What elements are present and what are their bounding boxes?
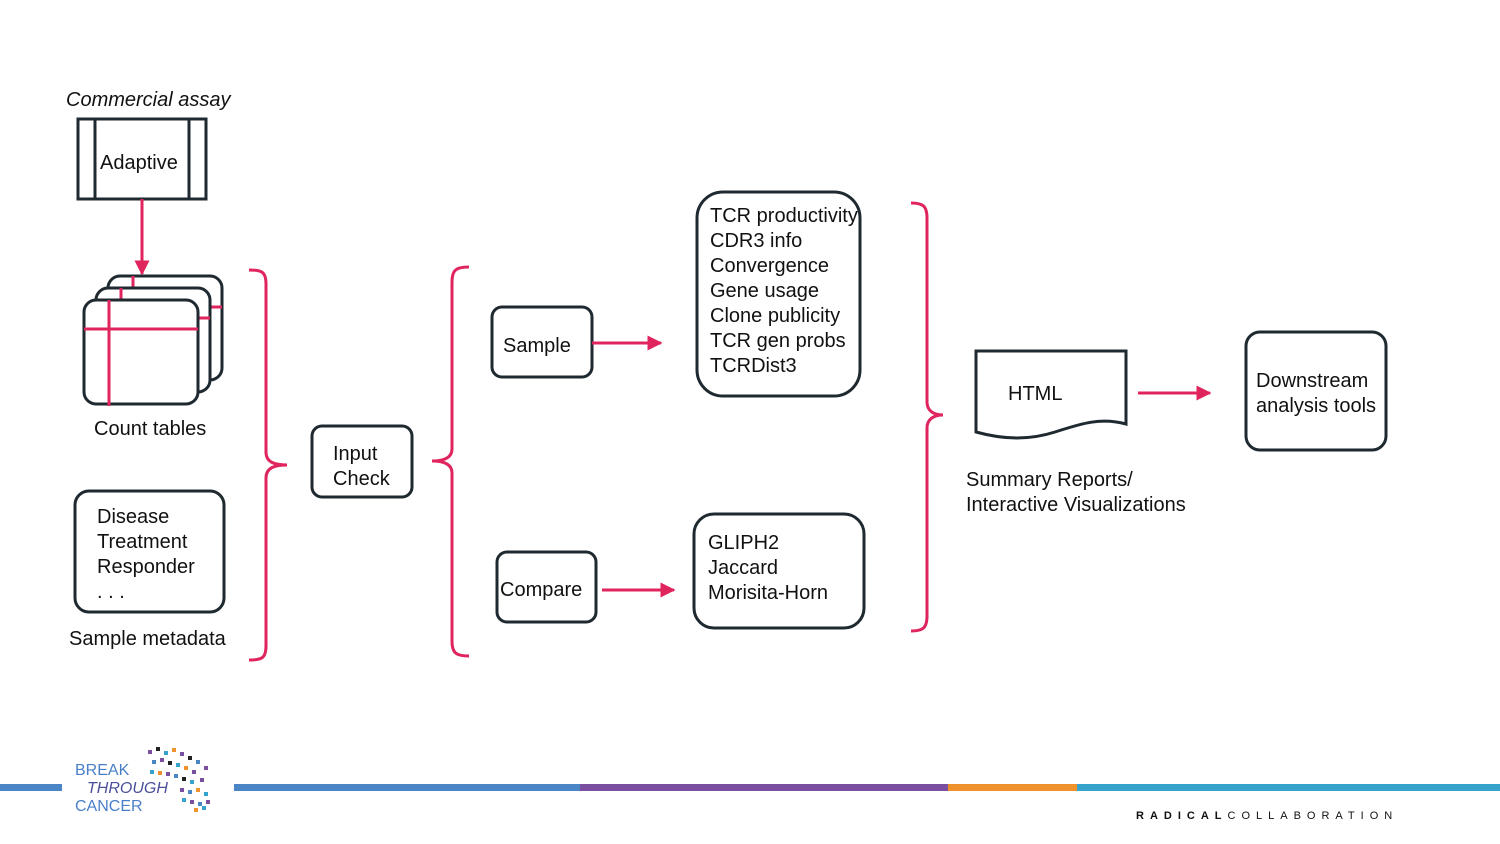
input-check-box [310, 424, 414, 499]
sample-metric-item: TCR gen probs [710, 330, 846, 352]
sample-label: Sample [503, 335, 571, 357]
metadata-box [73, 489, 226, 614]
compare-metrics-list: GLIPH2 Jaccard Morisita-Horn [708, 531, 828, 606]
brace-modes [431, 265, 470, 658]
sample-metric-item: Clone publicity [710, 305, 841, 327]
html-document-icon [974, 349, 1128, 440]
metadata-line: Responder [97, 556, 195, 578]
compare-metrics-box [692, 512, 866, 630]
compare-metric-item: GLIPH2 [708, 532, 780, 554]
metadata-line: . . . [97, 581, 125, 603]
sample-metadata-label: Sample metadata [69, 628, 226, 650]
footer-stripe [0, 784, 1500, 791]
wordmark-radical: RADICAL [1136, 810, 1228, 822]
sample-metrics-list: TCR productivity CDR3 info Convergence G… [710, 204, 858, 379]
sample-metric-item: Gene usage [710, 280, 819, 302]
breakthrough-cancer-logo [148, 747, 210, 812]
compare-metric-item: Jaccard [708, 557, 779, 579]
logo-text-break: BREAK [75, 762, 130, 779]
count-tables-label: Count tables [94, 418, 207, 440]
sample-metric-item: TCRDist3 [710, 355, 797, 377]
brace-inputs [248, 268, 288, 662]
compare-label: Compare [500, 579, 583, 601]
logo-text-cancer: CANCER [75, 798, 143, 815]
input-check-label: Input Check [333, 442, 390, 492]
document-stack-icon [82, 274, 224, 406]
metadata-line: Treatment [97, 531, 188, 553]
metadata-list: Disease Treatment Responder . . . [97, 505, 195, 605]
sample-metric-item: Convergence [710, 255, 829, 277]
input-check-line: Check [333, 468, 390, 490]
sample-metric-item: TCR productivity [710, 205, 858, 227]
summary-reports-line: Interactive Visualizations [966, 494, 1186, 516]
sample-metric-item: CDR3 info [710, 230, 803, 252]
downstream-box [1244, 330, 1388, 452]
brace-outputs [910, 201, 944, 633]
metadata-line: Disease [97, 506, 170, 528]
commercial-assay-label: Commercial assay [66, 89, 231, 111]
wordmark-collaboration: COLLABORATION [1227, 810, 1399, 822]
downstream-line: Downstream [1256, 370, 1369, 392]
compare-metric-item: Morisita-Horn [708, 582, 829, 604]
compare-box [495, 550, 598, 624]
html-label: HTML [1008, 383, 1063, 405]
downstream-line: analysis tools [1256, 395, 1377, 417]
logo-text-through: THROUGH [87, 780, 168, 797]
input-check-line: Input [333, 443, 378, 465]
radical-collaboration-wordmark: RADICALCOLLABORATION [1136, 810, 1398, 822]
downstream-label: Downstream analysis tools [1256, 369, 1376, 419]
adaptive-box [76, 117, 208, 201]
summary-reports-label: Summary Reports/ Interactive Visualizati… [966, 468, 1186, 518]
sample-metrics-box [695, 190, 862, 398]
adaptive-label: Adaptive [100, 152, 178, 174]
summary-reports-line: Summary Reports/ [966, 469, 1133, 491]
